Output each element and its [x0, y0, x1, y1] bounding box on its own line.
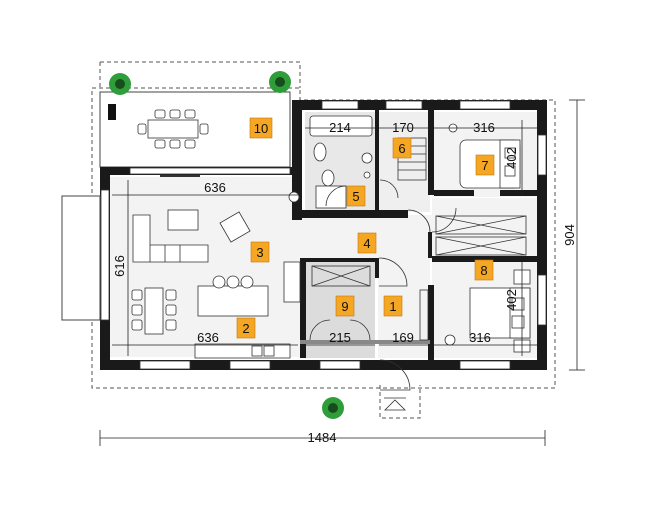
bathroom-fixtures — [309, 115, 373, 209]
terrace-chimney — [108, 104, 116, 120]
room-badge-9: 9 — [335, 295, 355, 317]
bed-room8 — [444, 269, 531, 353]
room-number: 5 — [352, 189, 359, 204]
living-furniture — [132, 175, 301, 303]
living-depth-label: 616 — [112, 255, 127, 277]
room-badge-10: 10 — [249, 117, 273, 139]
room-number: 7 — [481, 158, 488, 173]
room-number: 4 — [363, 236, 370, 251]
windows — [100, 100, 547, 370]
room-number: 3 — [256, 245, 263, 260]
room-number: 2 — [242, 321, 249, 336]
entrance-steps — [384, 397, 406, 411]
room-number: 8 — [480, 263, 487, 278]
room-badge-3: 3 — [250, 241, 270, 263]
dimension-lines — [99, 99, 585, 446]
doors — [309, 179, 457, 391]
overall-depth-label: 904 — [562, 224, 577, 246]
overall-width-label: 1484 — [308, 430, 337, 445]
plant-icon — [322, 397, 344, 419]
living-width-label: 636 — [204, 180, 226, 195]
room-badge-1: 1 — [383, 295, 403, 317]
bath-width-label: 214 — [329, 120, 351, 135]
room8-width-label: 316 — [469, 330, 491, 345]
wc-width-label: 170 — [392, 120, 414, 135]
room-number: 6 — [398, 141, 405, 156]
interior-walls — [300, 110, 540, 360]
room-badge-6: 6 — [392, 137, 412, 159]
room-number: 9 — [341, 299, 348, 314]
bay-window — [61, 195, 101, 321]
plant-icon — [269, 71, 291, 93]
room-badge-4: 4 — [357, 232, 377, 254]
room-badge-8: 8 — [474, 259, 494, 281]
room-number: 10 — [254, 121, 268, 136]
plant-icon — [109, 73, 131, 95]
terrace-dining-table — [137, 109, 209, 149]
room-badge-7: 7 — [475, 154, 495, 176]
dining-table-room2 — [131, 287, 177, 335]
room7-width-label: 316 — [473, 120, 495, 135]
hall-width-label: 169 — [392, 330, 414, 345]
terrace-outline — [91, 61, 556, 419]
room7-depth-label: 402 — [504, 147, 519, 169]
kitchen-width-label: 636 — [197, 330, 219, 345]
utility-width-label: 215 — [329, 330, 351, 345]
room-number: 1 — [389, 299, 396, 314]
room-badge-5: 5 — [346, 185, 366, 207]
room-badge-2: 2 — [236, 317, 256, 339]
kitchen-island — [194, 275, 291, 359]
wardrobes — [311, 215, 527, 341]
room8-depth-label: 402 — [504, 289, 519, 311]
